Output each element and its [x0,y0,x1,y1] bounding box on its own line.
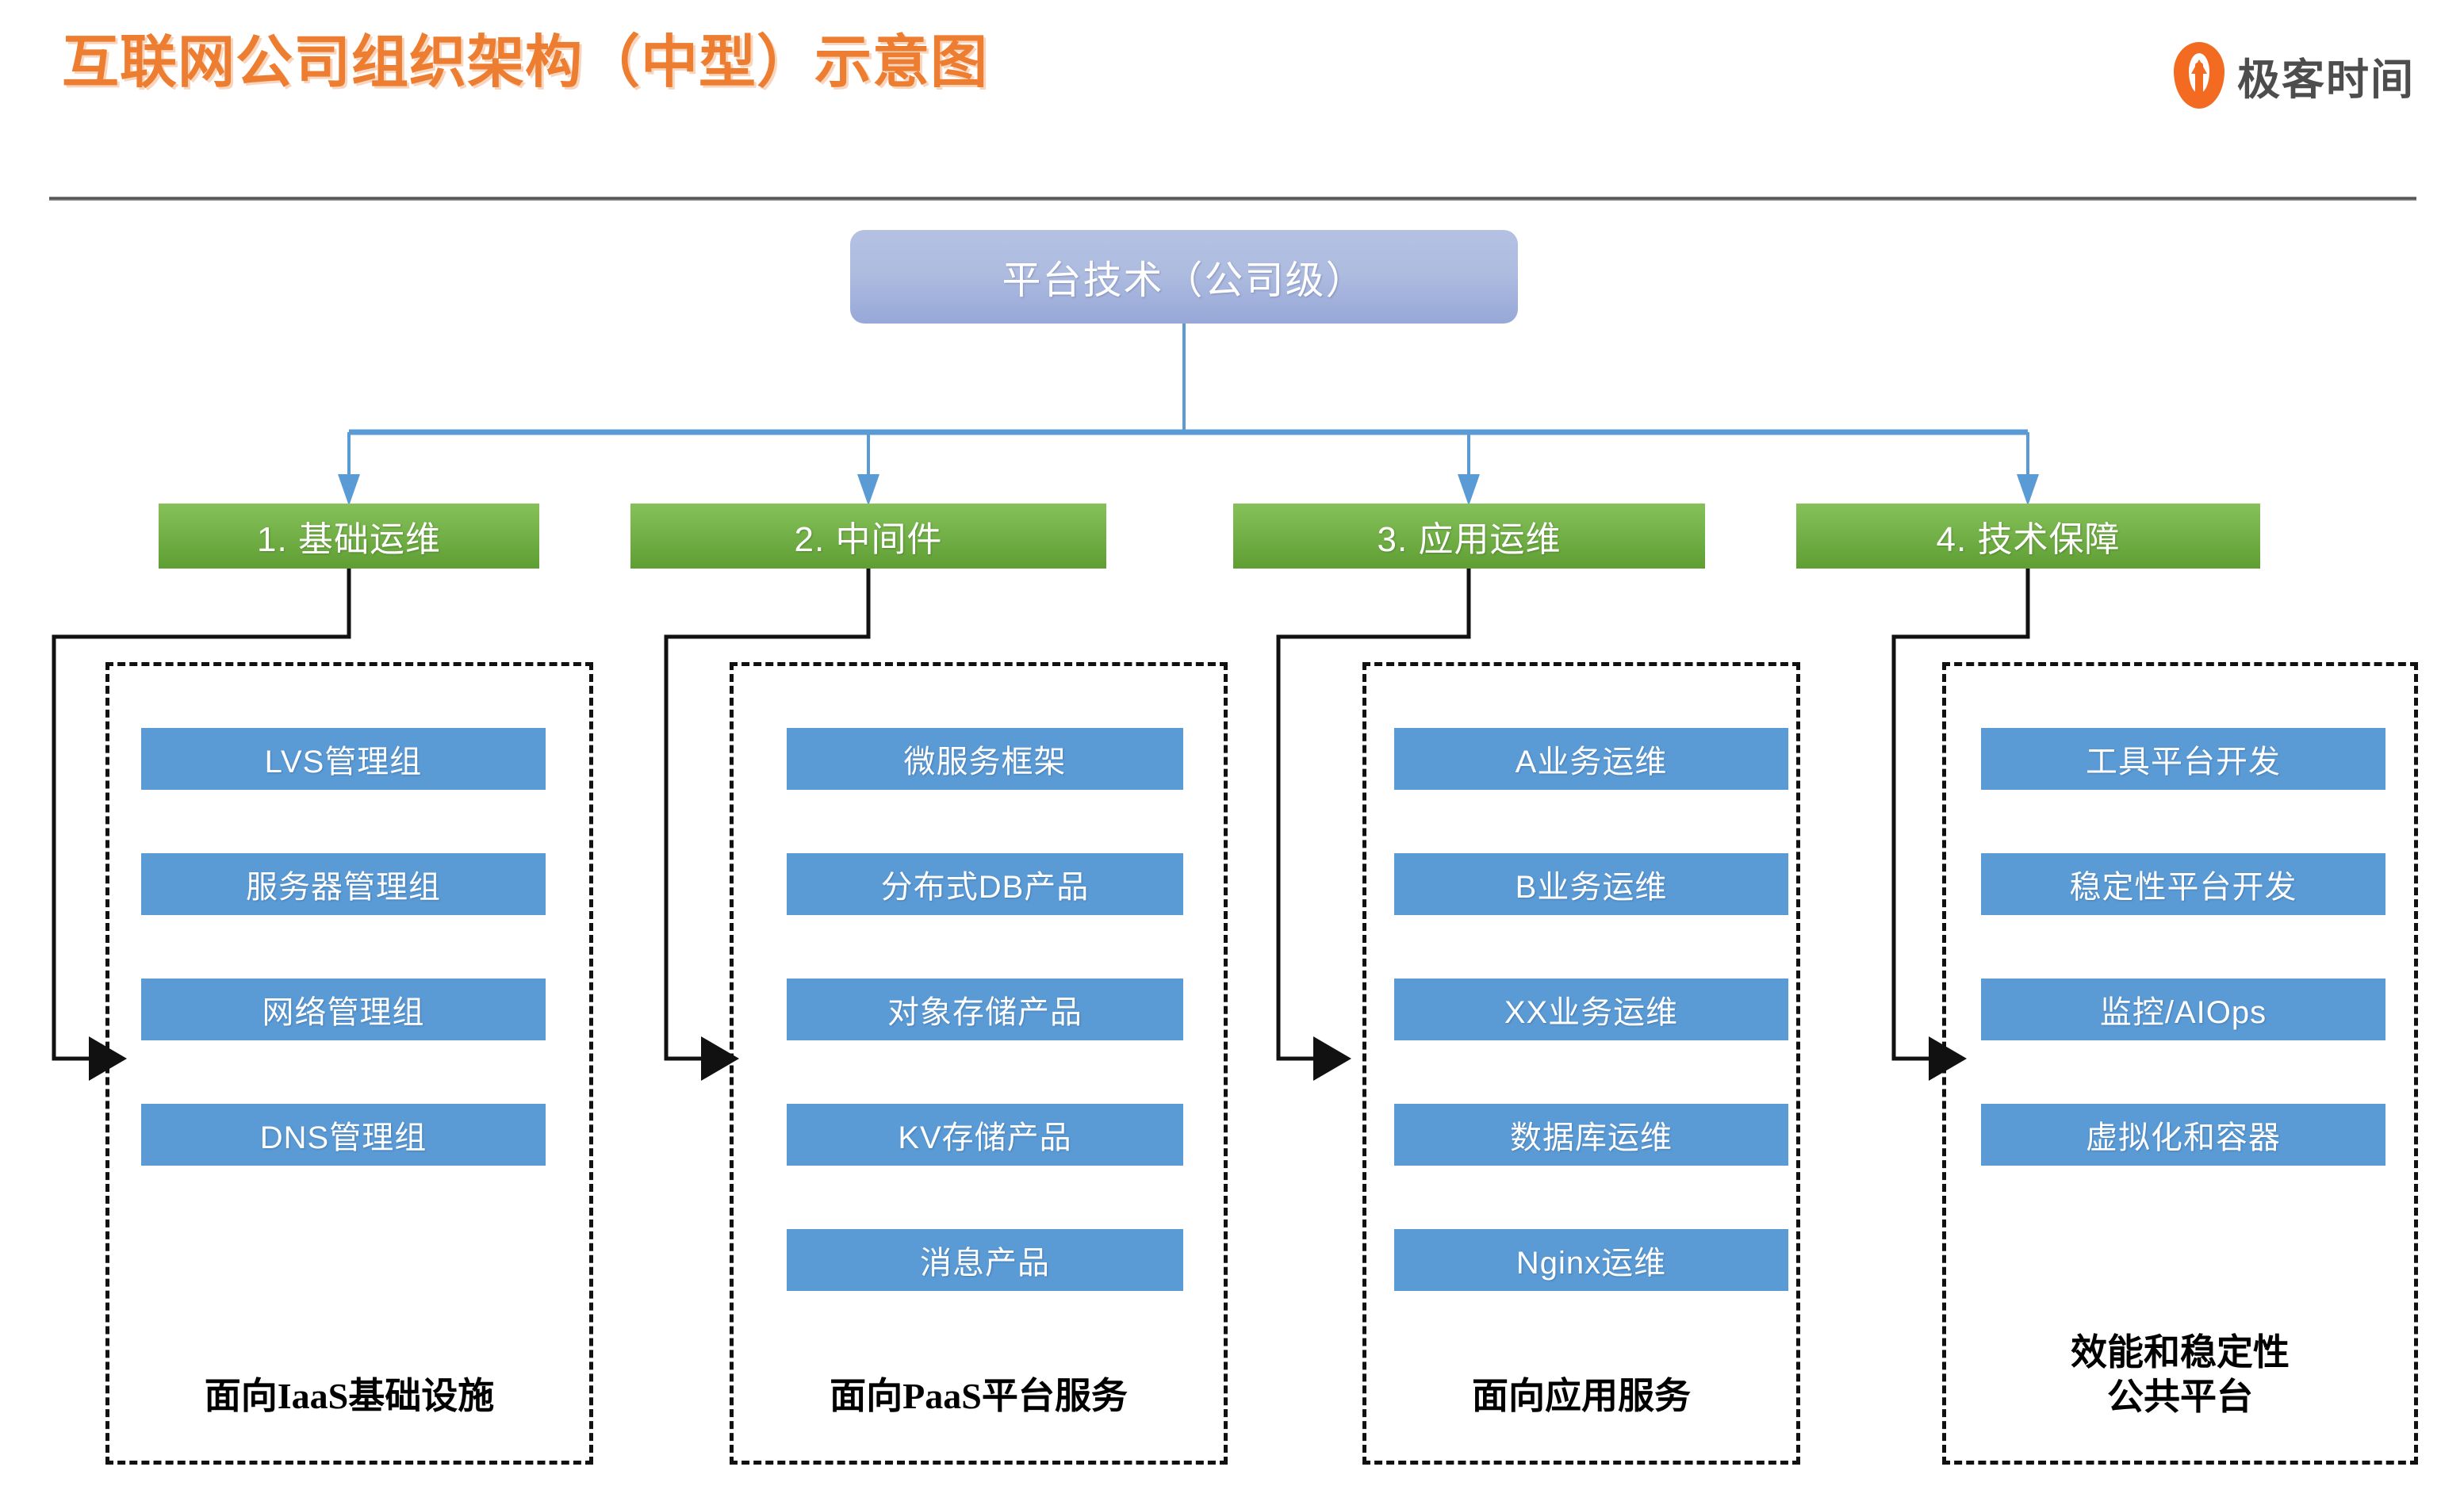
geekbang-flame-logo-icon [2174,42,2224,109]
leaf-box-2-5[interactable]: 消息产品 [787,1229,1183,1291]
branch-box-3[interactable]: 3. 应用运维 [1233,504,1705,569]
leaf-box-2-2[interactable]: 分布式DB产品 [787,853,1183,915]
branch-box-2[interactable]: 2. 中间件 [630,504,1106,569]
group-caption-4: 效能和稳定性 公共平台 [2071,1332,2290,1418]
group-caption-3: 面向应用服务 [1472,1376,1691,1416]
brand-name: 极客时间 [2237,56,2415,104]
leaf-box-4-4[interactable]: 虚拟化和容器 [1981,1104,2385,1166]
group-caption-1: 面向IaaS基础设施 [204,1376,495,1416]
leaf-box-3-2[interactable]: B业务运维 [1394,853,1788,915]
page-title: 互联网公司组织架构（中型）示意图 [62,31,989,94]
group-container-4 [1942,662,2418,1465]
group-container-2 [730,662,1228,1465]
leaf-box-2-4[interactable]: KV存储产品 [787,1104,1183,1166]
group-container-3 [1362,662,1800,1465]
leaf-box-2-1[interactable]: 微服务框架 [787,728,1183,790]
leaf-box-4-3[interactable]: 监控/AIOps [1981,979,2385,1040]
leaf-box-3-5[interactable]: Nginx运维 [1394,1229,1788,1291]
leaf-box-3-1[interactable]: A业务运维 [1394,728,1788,790]
leaf-box-4-2[interactable]: 稳定性平台开发 [1981,853,2385,915]
leaf-box-2-3[interactable]: 对象存储产品 [787,979,1183,1040]
branch-box-1[interactable]: 1. 基础运维 [159,504,539,569]
branch-box-4[interactable]: 4. 技术保障 [1796,504,2260,569]
leaf-box-1-1[interactable]: LVS管理组 [141,728,546,790]
leaf-box-3-4[interactable]: 数据库运维 [1394,1104,1788,1166]
leaf-box-1-3[interactable]: 网络管理组 [141,979,546,1040]
leaf-box-3-3[interactable]: XX业务运维 [1394,979,1788,1040]
leaf-box-1-4[interactable]: DNS管理组 [141,1104,546,1166]
header-divider [49,197,2416,201]
brand-logo: 极客时间 [2174,41,2415,109]
group-container-1 [105,662,593,1465]
root-node: 平台技术（公司级） [850,230,1518,324]
group-caption-2: 面向PaaS平台服务 [830,1376,1128,1416]
leaf-box-1-2[interactable]: 服务器管理组 [141,853,546,915]
leaf-box-4-1[interactable]: 工具平台开发 [1981,728,2385,790]
